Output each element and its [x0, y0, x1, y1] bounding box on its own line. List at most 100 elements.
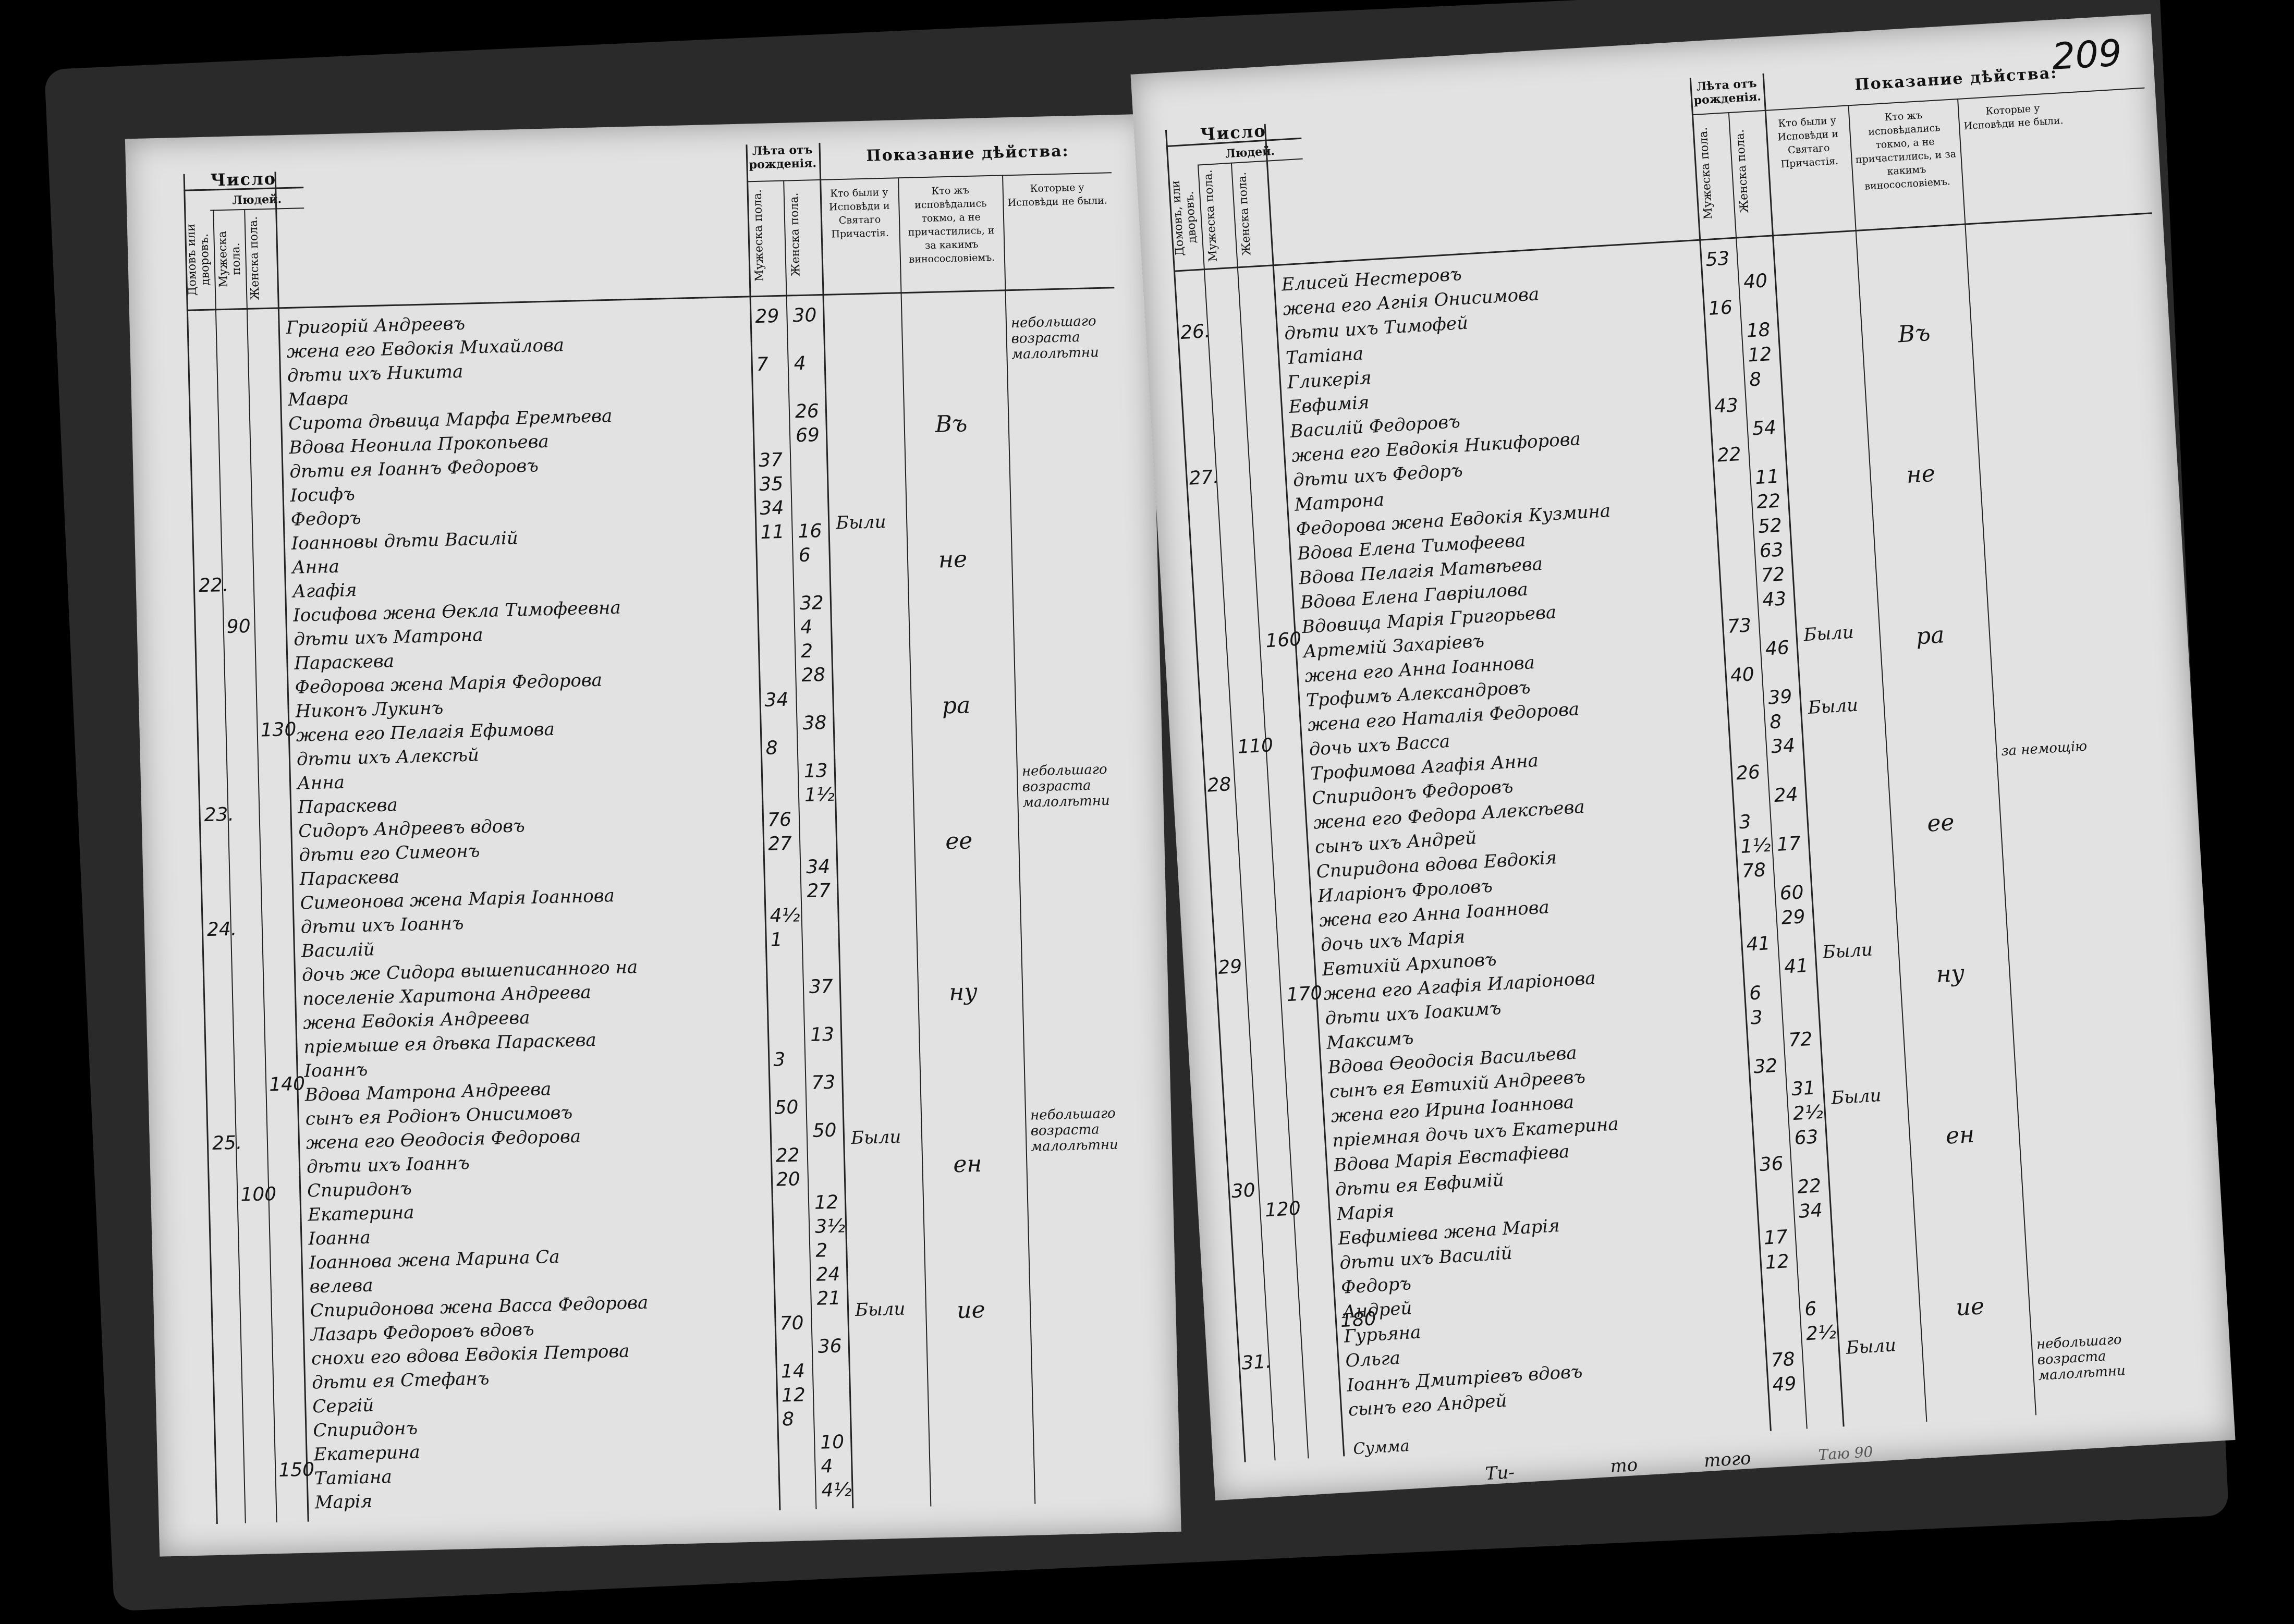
female-total: 150: [278, 1459, 315, 1482]
household-number: 22.: [198, 574, 229, 597]
person-name: Никонъ Лукинъ: [295, 697, 444, 722]
age-male-value: 40: [1729, 664, 1755, 687]
person-name: Марія: [314, 1491, 373, 1513]
age-female-value: 10: [820, 1431, 845, 1454]
household-number: 29: [1217, 956, 1243, 979]
age-female-value: 13: [810, 1023, 835, 1046]
person-name: Вдова Матрона Андреева: [304, 1079, 552, 1106]
person-name: жена Евдокія Андреева: [302, 1007, 530, 1034]
vertical-mark: ен: [1945, 1121, 1975, 1150]
age-female-value: 1½: [804, 784, 835, 807]
person-name: Федорова жена Марія Федорова: [295, 669, 603, 698]
person-name: дѣти ихъ Іоаннъ: [300, 913, 464, 938]
age-male-value: 50: [774, 1096, 799, 1119]
age-male-value: 78: [1741, 859, 1767, 883]
person-name: Іоаннова жена Марина Са: [309, 1246, 560, 1274]
absent-note: небольшаго возраста малолѣтни: [1030, 1105, 1119, 1155]
age-female-value: 40: [1742, 270, 1768, 293]
age-female-value: 24: [815, 1263, 840, 1286]
age-female-value: 32: [799, 592, 824, 615]
age-female: Женска пола.: [1733, 129, 1752, 214]
person-name: Григорій Андреевъ: [286, 313, 466, 339]
age-male-value: 76: [767, 809, 792, 831]
vertical-mark: ее: [945, 827, 973, 855]
person-name: Евфимія: [1288, 392, 1370, 418]
person-name: жена его Евдокія Михайлова: [286, 335, 565, 363]
action-title: Показание дѣйства:: [865, 142, 1070, 165]
age-male-value: 35: [759, 473, 784, 495]
person-name: Сидоръ Андреевъ вдовъ: [298, 815, 526, 842]
age-female-value: 60: [1779, 882, 1804, 905]
age-female-value: 11: [1754, 466, 1780, 489]
age-female-value: 34: [1770, 735, 1796, 758]
person-name: сынъ ея Родіонъ Онисимовъ: [305, 1102, 573, 1130]
age-female-value: 27: [806, 880, 831, 902]
age-male-value: 34: [760, 497, 784, 519]
person-name: Ольга: [1345, 1347, 1401, 1372]
age-female-value: 31: [1790, 1077, 1816, 1101]
col-male: Мужеска пола.: [216, 230, 243, 288]
vertical-mark: ен: [953, 1150, 983, 1178]
person-name: Федоръ: [1340, 1273, 1412, 1299]
person-name: Анна: [291, 556, 340, 578]
people-title: Людей.: [232, 192, 282, 207]
person-name: Параскева: [299, 866, 400, 890]
vertical-mark: ее: [1926, 809, 1955, 837]
age-male-value: 3: [1738, 811, 1752, 834]
age-female-value: 29: [1780, 906, 1806, 929]
age-female-value: 30: [792, 304, 817, 327]
age-male-value: 12: [1764, 1251, 1790, 1274]
person-name: дѣти его Симеонъ: [299, 840, 480, 866]
age-female-value: 34: [1798, 1200, 1824, 1223]
age-male-value: 41: [1746, 933, 1771, 956]
col-female: Женска пола.: [247, 216, 262, 301]
female-total: 140: [269, 1073, 306, 1096]
household-number: 24.: [206, 918, 237, 941]
register-book: Число Людей. Домовъ или дворовъ. Мужеска…: [44, 0, 2236, 1611]
household-number: 30: [1230, 1179, 1256, 1203]
age-female-value: 73: [811, 1071, 836, 1094]
person-name: сынъ его Андрей: [1347, 1390, 1508, 1421]
register-row: жена его Ѳеодосія Федорова 50: [125, 114, 1146, 1154]
age-female-value: 63: [1793, 1126, 1819, 1149]
footer-sum: Сумма: [1352, 1436, 1410, 1459]
right-page: 209 Число Людей. Домовъ, или дворовъ. Му…: [1130, 14, 2236, 1501]
confessed-mark: Были: [1807, 694, 1859, 718]
person-name: дѣти ихъ Алексѣй: [296, 744, 480, 770]
age-female-value: 24: [1773, 784, 1799, 807]
confessed-mark: Были: [1803, 621, 1854, 646]
age-female-value: 2½: [1792, 1101, 1824, 1125]
register-row: Андрей: [1130, 14, 2151, 1323]
person-name: жена его Ѳеодосія Федорова: [306, 1126, 581, 1154]
person-name: дѣти ея Стефанъ: [311, 1368, 490, 1394]
col-absent: Которые у Исповѣди не были.: [1007, 181, 1108, 209]
age-male: Мужеска пола.: [751, 189, 766, 282]
age-male-value: 3: [773, 1049, 786, 1071]
